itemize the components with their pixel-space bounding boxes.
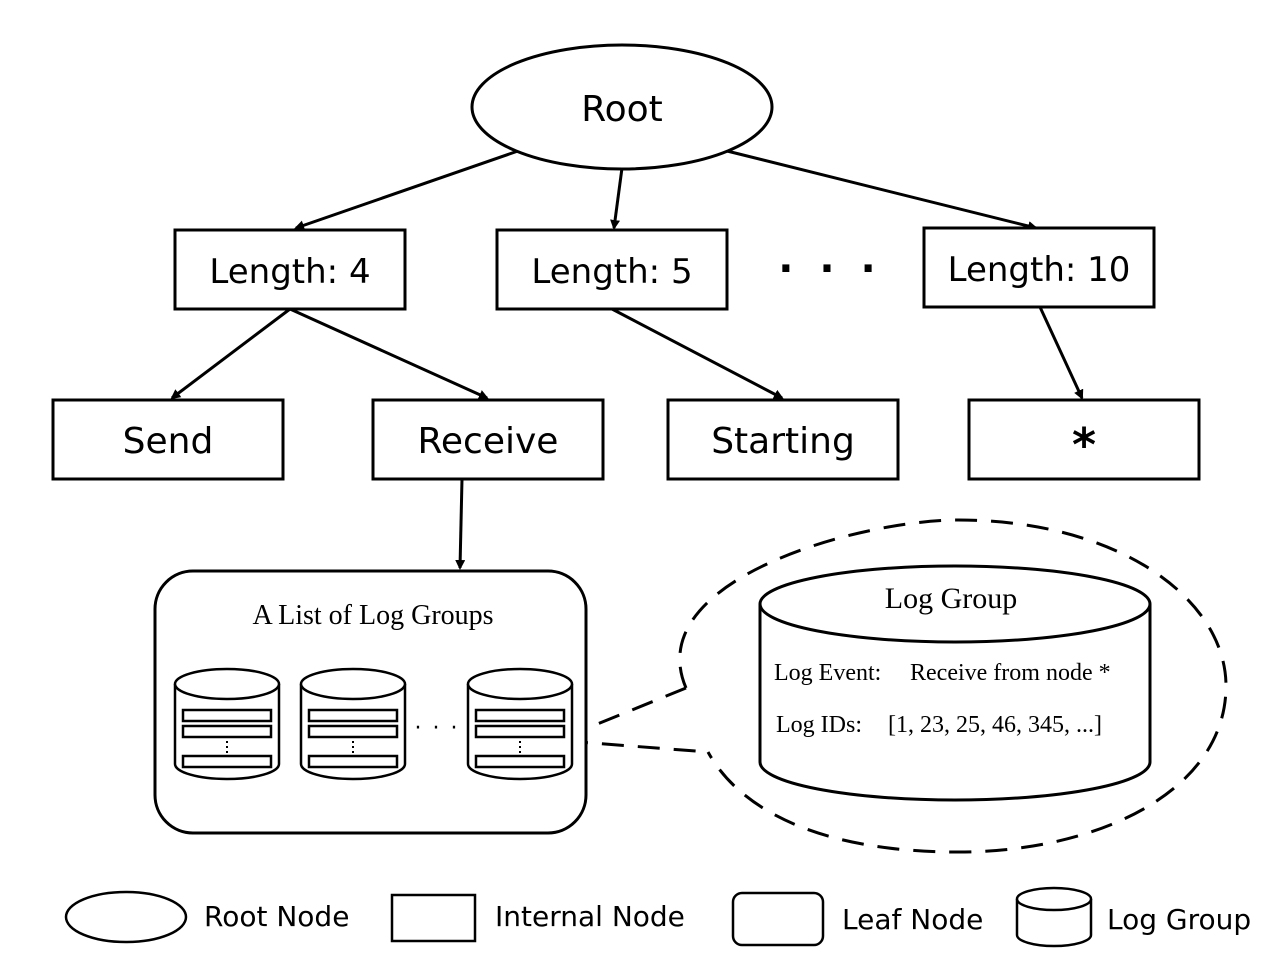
root-label: Root — [581, 89, 663, 130]
log-group-callout — [565, 518, 1228, 854]
legend-root-node-swatch — [64, 890, 188, 944]
internal-node-label: Length: 10 — [948, 250, 1131, 290]
legend-log-group-swatch — [1015, 886, 1093, 948]
legend-leaf-node-label: Leaf Node — [842, 903, 983, 936]
leaf-node-label: * — [1072, 418, 1096, 472]
log-group-list: A List of Log Groups · · · — [153, 569, 588, 835]
edge-length4-receive — [289, 307, 489, 400]
edge-root-length10 — [726, 149, 1038, 231]
edge-length5-starting — [611, 307, 784, 400]
edge-root-length5 — [610, 167, 624, 230]
legend-internal-node: Internal Node — [390, 893, 685, 943]
log-group-list-title: A List of Log Groups — [252, 600, 493, 631]
leaf-node-label: Receive — [418, 421, 559, 462]
edge-root-length4 — [294, 149, 519, 231]
leaf-node-send: Send — [51, 398, 285, 481]
log-event-value: Receive from node * — [910, 660, 1111, 686]
edge-receive-loglist — [455, 478, 466, 570]
legend-leaf-node: Leaf Node — [731, 891, 983, 947]
legend-log-group: Log Group — [1015, 886, 1251, 948]
leaf-node-label: Starting — [711, 421, 855, 462]
log-group-list-ellipsis: · · · — [415, 716, 460, 741]
legend-internal-node-label: Internal Node — [495, 900, 685, 933]
callout-pointer-upper — [567, 686, 687, 738]
legend: Root Node Internal Node Leaf Node Log Gr… — [64, 886, 1251, 948]
log-ids-label: Log IDs: — [776, 712, 862, 738]
internal-node-length-10: Length: 10 — [922, 226, 1156, 309]
log-group-title: Log Group — [885, 582, 1017, 615]
edge-length4-send — [170, 307, 291, 400]
legend-internal-node-swatch — [390, 893, 477, 943]
log-group-icon — [299, 667, 407, 781]
internal-nodes-ellipsis: · · · — [778, 246, 881, 292]
tree-edges — [170, 149, 1084, 570]
legend-log-group-label: Log Group — [1107, 903, 1251, 936]
edge-length10-star — [1038, 306, 1084, 400]
log-event-label: Log Event: — [774, 660, 881, 686]
legend-root-node: Root Node — [64, 890, 349, 944]
log-group-detail: Log Group Log Event: Receive from node *… — [758, 564, 1152, 802]
internal-node-label: Length: 5 — [531, 252, 692, 292]
leaf-node-label: Send — [123, 421, 214, 462]
internal-node-label: Length: 4 — [209, 252, 370, 292]
log-group-icon — [173, 667, 281, 781]
callout-outline — [678, 518, 1228, 854]
legend-leaf-node-swatch — [731, 891, 825, 947]
root-node: Root — [470, 43, 774, 171]
legend-root-node-label: Root Node — [204, 900, 349, 933]
leaf-node-wildcard: * — [967, 398, 1201, 481]
internal-node-length-5: Length: 5 — [495, 228, 729, 311]
log-ids-value: [1, 23, 25, 46, 345, ...] — [888, 712, 1102, 738]
log-group-icon — [466, 667, 574, 781]
leaf-node-receive: Receive — [371, 398, 605, 481]
leaf-node-starting: Starting — [666, 398, 900, 481]
internal-node-length-4: Length: 4 — [173, 228, 407, 311]
callout-pointer-lower — [565, 739, 709, 754]
